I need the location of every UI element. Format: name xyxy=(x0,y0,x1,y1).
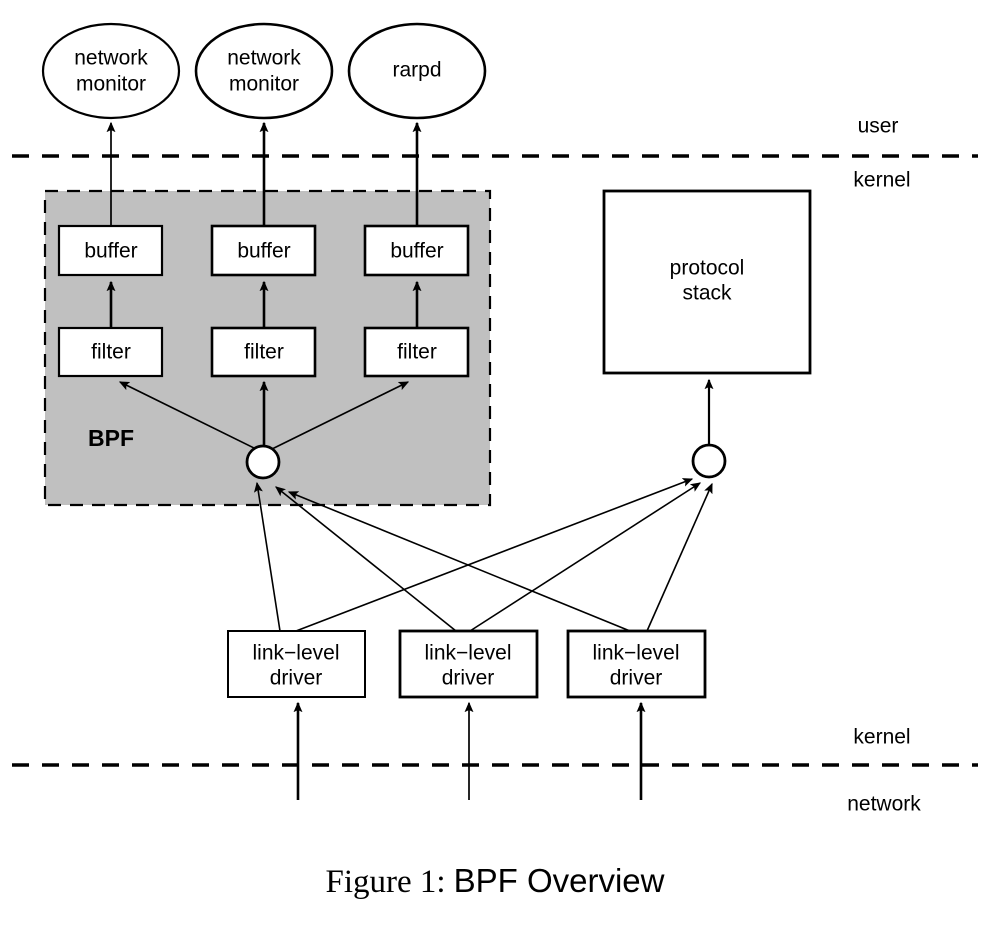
edge-driver1-to-bpf-tap xyxy=(253,481,281,632)
edge-driver3-to-bpf-tap xyxy=(287,491,631,632)
driver-label-2-line1: link−level xyxy=(425,642,512,665)
filter-label-1: filter xyxy=(91,341,131,364)
buffer-node-2[interactable]: buffer xyxy=(210,224,317,277)
zone-label-user: user xyxy=(858,115,899,138)
driver-node-3[interactable]: link−level driver xyxy=(566,629,707,699)
filter-label-3: filter xyxy=(397,341,437,364)
bpf-tap-circle[interactable] xyxy=(245,444,281,480)
filter-label-2: filter xyxy=(244,341,284,364)
protocol-stack-label-line1: protocol xyxy=(670,257,745,280)
application-node-1[interactable]: network monitor xyxy=(41,22,181,120)
buffer-node-1[interactable]: buffer xyxy=(57,224,164,277)
driver-label-3-line2: driver xyxy=(610,667,663,690)
filter-node-3[interactable]: filter xyxy=(363,326,470,378)
driver-node-2[interactable]: link−level driver xyxy=(398,629,539,699)
application-ellipse-2[interactable] xyxy=(194,22,334,120)
edge-driver2-to-protocol-tap xyxy=(469,482,702,632)
filter-node-1[interactable]: filter xyxy=(57,326,164,378)
driver-label-1-line1: link−level xyxy=(253,642,340,665)
buffer-label-3: buffer xyxy=(390,240,443,263)
bpf-region-label: BPF xyxy=(88,425,134,451)
application-label-1-line1: network xyxy=(74,47,148,70)
driver-label-1-line2: driver xyxy=(270,667,323,690)
application-label-1-line2: monitor xyxy=(76,73,146,96)
driver-label-2-line2: driver xyxy=(442,667,495,690)
driver-label-3-line1: link−level xyxy=(593,642,680,665)
figure-caption-prefix: Figure 1: xyxy=(325,864,446,900)
buffer-box-1[interactable] xyxy=(57,224,164,277)
figure-caption: Figure 1:BPF Overview xyxy=(0,862,990,901)
zone-label-kernel-top: kernel xyxy=(853,169,910,192)
buffer-node-3[interactable]: buffer xyxy=(363,224,470,277)
driver-box-3[interactable] xyxy=(566,629,707,699)
filter-node-2[interactable]: filter xyxy=(210,326,317,378)
zone-label-network: network xyxy=(847,793,921,816)
application-node-2[interactable]: network monitor xyxy=(194,22,334,120)
edge-driver3-to-protocol-tap xyxy=(646,482,713,632)
filter-box-3[interactable] xyxy=(363,326,470,378)
protocol-stack-label-line2: stack xyxy=(682,282,732,305)
zone-label-kernel-bottom: kernel xyxy=(853,726,910,749)
driver-box-1[interactable] xyxy=(227,630,366,698)
driver-box-2[interactable] xyxy=(398,629,539,699)
application-ellipse-1[interactable] xyxy=(41,22,181,120)
application-node-3[interactable]: rarpd xyxy=(347,22,487,120)
buffer-label-2: buffer xyxy=(237,240,290,263)
buffer-label-1: buffer xyxy=(84,240,137,263)
application-ellipse-3[interactable] xyxy=(347,22,487,120)
filter-box-1[interactable] xyxy=(57,326,164,378)
edge-bpf-tap-to-filter3 xyxy=(269,381,410,451)
edge-driver2-to-bpf-tap xyxy=(275,486,457,632)
edge-bpf-tap-to-filter1 xyxy=(118,381,259,451)
edge-driver1-to-protocol-tap xyxy=(295,478,694,632)
buffer-box-2[interactable] xyxy=(210,224,317,277)
filter-box-2[interactable] xyxy=(210,326,317,378)
protocol-stack-box[interactable] xyxy=(602,189,812,375)
protocol-stack-tap-circle[interactable] xyxy=(691,443,727,479)
driver-node-1[interactable]: link−level driver xyxy=(227,630,366,698)
figure-caption-title: BPF Overview xyxy=(453,862,665,899)
application-label-2-line2: monitor xyxy=(229,73,299,96)
buffer-box-3[interactable] xyxy=(363,224,470,277)
application-label-3-line1: rarpd xyxy=(392,59,441,82)
application-label-2-line1: network xyxy=(227,47,301,70)
protocol-stack-node[interactable]: protocol stack xyxy=(602,189,812,375)
